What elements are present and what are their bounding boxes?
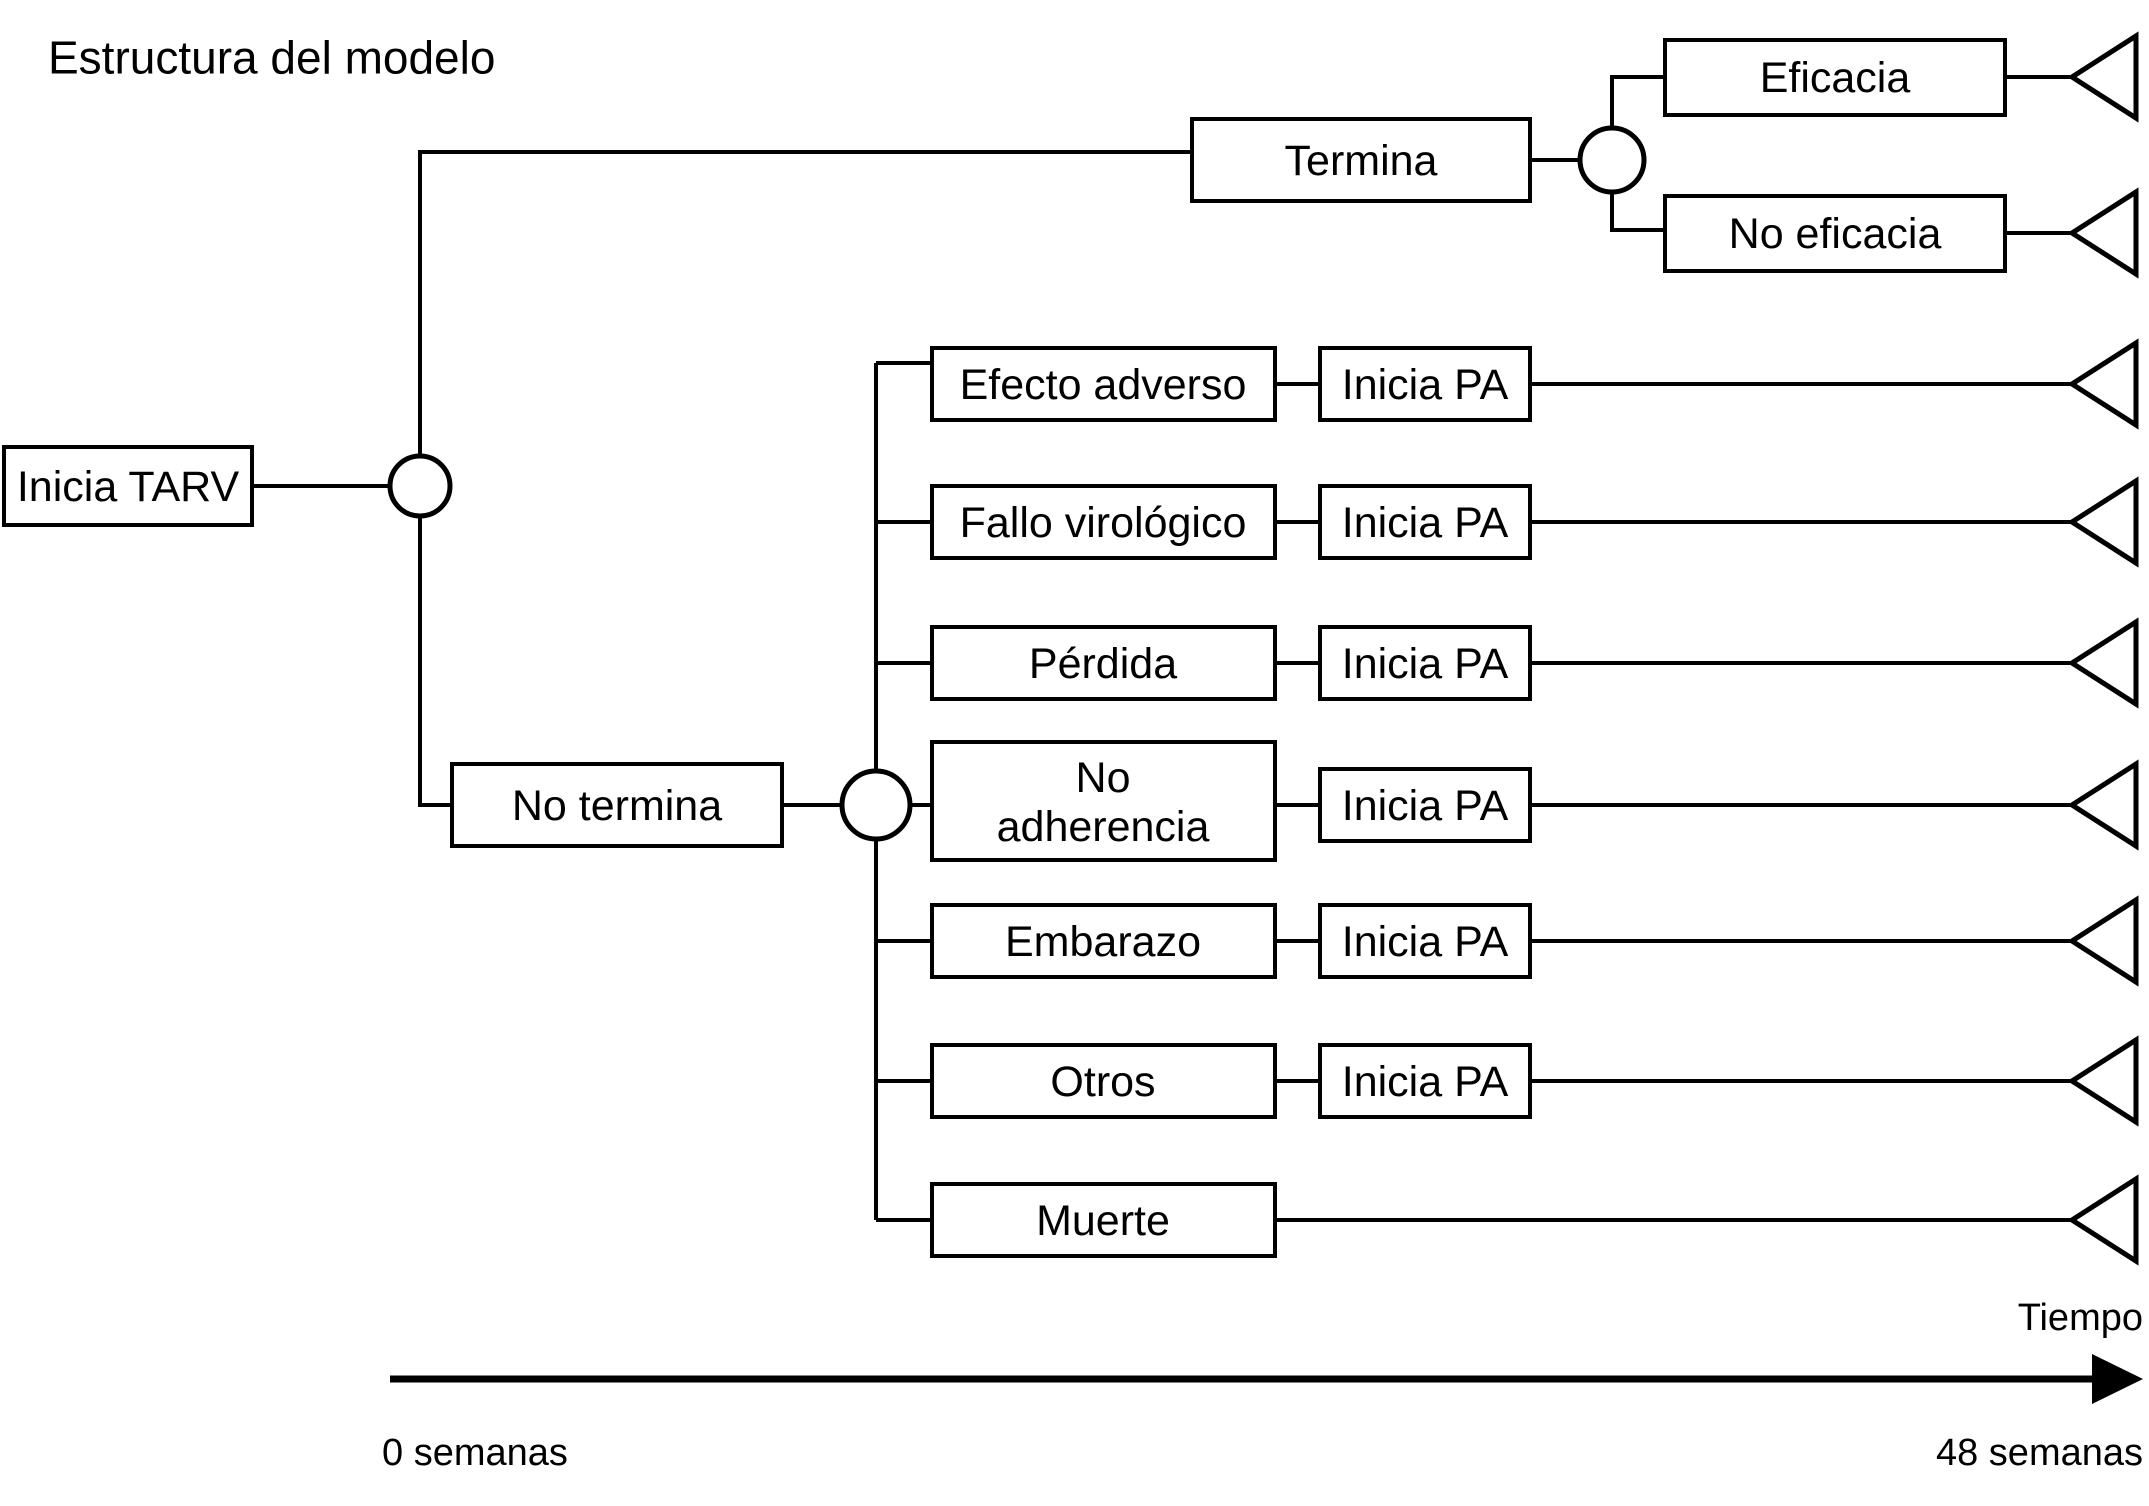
chance-node-termina[interactable] [1577, 125, 1647, 195]
node-fallo-virologico[interactable]: Fallo virológico [930, 484, 1277, 560]
node-efecto-adverso-label: Efecto adverso [960, 361, 1247, 409]
node-inicia-tarv-label: Inicia TARV [17, 463, 240, 511]
node-no-termina-label: No termina [512, 782, 722, 830]
terminal-node-eficacia[interactable] [2067, 31, 2139, 123]
node-no-adherencia[interactable]: No adherencia [930, 740, 1277, 862]
node-muerte-box [930, 1182, 1277, 1258]
node-no-termina-box [450, 762, 784, 848]
timeline-axis-label: Tiempo [2018, 1297, 2143, 1339]
node-no-adherencia-label-line2: adherencia [997, 803, 1210, 851]
terminal-node-muerte[interactable] [2067, 1174, 2139, 1266]
node-embarazo-label: Embarazo [1005, 918, 1201, 966]
terminal-node-embarazo[interactable] [2067, 895, 2139, 987]
node-no-termina[interactable]: No termina [450, 762, 784, 848]
node-termina[interactable]: Termina [1190, 117, 1532, 203]
node-inicia-pa-6-box [1318, 1043, 1532, 1119]
timeline-start-label: 0 semanas [382, 1432, 568, 1474]
node-inicia-pa-6[interactable]: Inicia PA [1318, 1043, 1532, 1119]
node-inicia-pa-5[interactable]: Inicia PA [1318, 903, 1532, 979]
node-eficacia-box [1663, 38, 2007, 117]
node-inicia-pa-2[interactable]: Inicia PA [1318, 484, 1532, 560]
node-inicia-pa-1-box [1318, 346, 1532, 422]
node-inicia-pa-6-label: Inicia PA [1342, 1058, 1509, 1106]
node-inicia-tarv-box [2, 445, 254, 527]
node-fallo-virologico-label: Fallo virológico [960, 499, 1247, 547]
node-termina-label: Termina [1285, 137, 1438, 185]
node-otros-label: Otros [1050, 1058, 1155, 1106]
chance-node-root[interactable] [387, 453, 453, 519]
node-no-eficacia-box [1663, 194, 2007, 273]
node-eficacia-label: Eficacia [1760, 54, 1911, 102]
node-muerte-label: Muerte [1036, 1197, 1170, 1245]
node-inicia-pa-3[interactable]: Inicia PA [1318, 625, 1532, 701]
timeline-end-label: 48 semanas [1936, 1432, 2143, 1474]
node-inicia-pa-2-box [1318, 484, 1532, 560]
edge-root-to-termina [418, 150, 1192, 456]
node-perdida-label: Pérdida [1029, 640, 1177, 688]
terminal-node-efecto-adverso[interactable] [2067, 338, 2139, 430]
node-inicia-pa-1-label: Inicia PA [1342, 361, 1509, 409]
edge-termina-eficacia [1610, 75, 1665, 128]
node-no-adherencia-label-line1: No [1076, 754, 1131, 802]
node-otros-box [930, 1043, 1277, 1119]
node-inicia-pa-3-label: Inicia PA [1342, 640, 1509, 688]
terminal-node-no-eficacia[interactable] [2067, 187, 2139, 279]
node-inicia-pa-2-label: Inicia PA [1342, 499, 1509, 547]
terminal-node-perdida[interactable] [2067, 617, 2139, 709]
node-inicia-pa-4-label: Inicia PA [1342, 782, 1509, 830]
terminal-node-fallo-virologico[interactable] [2067, 476, 2139, 568]
node-no-eficacia[interactable]: No eficacia [1663, 194, 2007, 273]
timeline-arrow-icon [2092, 1354, 2143, 1404]
node-efecto-adverso-box [930, 346, 1277, 422]
node-muerte[interactable]: Muerte [930, 1182, 1277, 1258]
node-eficacia[interactable]: Eficacia [1663, 38, 2007, 117]
node-efecto-adverso[interactable]: Efecto adverso [930, 346, 1277, 422]
node-perdida[interactable]: Pérdida [930, 625, 1277, 701]
node-otros[interactable]: Otros [930, 1043, 1277, 1119]
terminal-node-otros[interactable] [2067, 1035, 2139, 1127]
terminal-node-no-adherencia[interactable] [2067, 759, 2139, 851]
node-inicia-pa-5-box [1318, 903, 1532, 979]
node-inicia-pa-5-label: Inicia PA [1342, 918, 1509, 966]
node-no-adherencia-box [930, 740, 1277, 862]
node-embarazo[interactable]: Embarazo [930, 903, 1277, 979]
edge-root-to-no-termina [418, 516, 452, 807]
node-embarazo-box [930, 903, 1277, 979]
node-inicia-pa-4[interactable]: Inicia PA [1318, 767, 1532, 843]
node-inicia-tarv[interactable]: Inicia TARV [2, 445, 254, 527]
node-inicia-pa-3-box [1318, 625, 1532, 701]
node-no-eficacia-label: No eficacia [1729, 210, 1942, 258]
page-title: Estructura del modelo [48, 32, 495, 84]
chance-node-no-termina[interactable] [839, 768, 913, 842]
edge-termina-no-eficacia [1610, 192, 1665, 232]
node-inicia-pa-1[interactable]: Inicia PA [1318, 346, 1532, 422]
